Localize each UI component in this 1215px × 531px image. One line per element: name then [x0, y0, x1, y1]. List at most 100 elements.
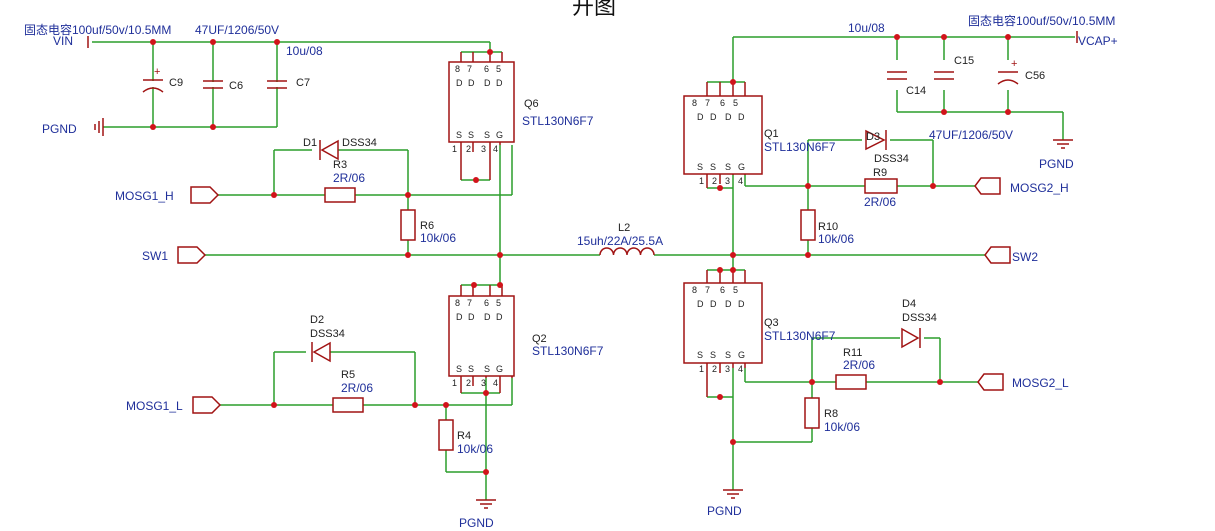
q2-pin-s3: S	[484, 364, 490, 374]
q3-pin-2: 2	[712, 364, 717, 374]
d3-ref: D3	[866, 131, 880, 143]
q2-pin-8: 8	[455, 298, 460, 308]
r9-ref: R9	[873, 167, 887, 179]
q1-pin-d4: D	[738, 112, 745, 122]
q3-pin-s2: S	[710, 350, 716, 360]
mosfet-symbols	[448, 52, 763, 397]
q6-pin-d3: D	[484, 78, 491, 88]
q1-pin-4: 4	[738, 176, 743, 186]
port-pgnd-left-label: PGND	[42, 122, 77, 136]
port-sw2-label: SW2	[1012, 250, 1038, 264]
ports	[87, 31, 1078, 414]
r3-ref: R3	[333, 159, 347, 171]
d2-value: DSS34	[310, 328, 345, 340]
port-pgnd-right-label: PGND	[1039, 157, 1074, 171]
q2-pin-d4: D	[496, 312, 503, 322]
r6-ref: R6	[420, 220, 434, 232]
q6-pin-s1: S	[456, 130, 462, 140]
wires	[92, 36, 1075, 500]
ground-symbols	[94, 118, 1073, 509]
note-c14-value: 10u/08	[848, 21, 885, 35]
q3-ref: Q3	[764, 317, 779, 329]
diagram-title: 开图	[572, 0, 616, 19]
q6-pin-1: 1	[452, 144, 457, 154]
r10-value: 10k/06	[818, 232, 854, 246]
q2-value: STL130N6F7	[532, 344, 604, 358]
q3-pin-3: 3	[725, 364, 730, 374]
q3-pin-d4: D	[738, 299, 745, 309]
resistor-symbols	[324, 178, 898, 451]
port-mosg1-l-label: MOSG1_L	[126, 399, 183, 413]
q2-pin-d2: D	[468, 312, 475, 322]
q1-value: STL130N6F7	[764, 140, 836, 154]
port-sw1-label: SW1	[142, 249, 168, 263]
r10-ref: R10	[818, 221, 838, 233]
r3-value: 2R/06	[333, 171, 365, 185]
d3-value: DSS34	[874, 153, 909, 165]
q1-pin-8: 8	[692, 98, 697, 108]
junctions	[150, 34, 1011, 475]
q2-pin-5: 5	[496, 298, 501, 308]
r6-value: 10k/06	[420, 231, 456, 245]
r4-value: 10k/06	[457, 442, 493, 456]
d4-value: DSS34	[902, 312, 937, 324]
q6-pin-d4: D	[496, 78, 503, 88]
q1-pin-1: 1	[699, 176, 704, 186]
q1-pin-g: G	[738, 162, 745, 172]
note-c7-value: 10u/08	[286, 44, 323, 58]
q1-pin-s2: S	[710, 162, 716, 172]
q2-pin-6: 6	[484, 298, 489, 308]
q1-pin-s1: S	[697, 162, 703, 172]
q3-pin-s1: S	[697, 350, 703, 360]
q3-pin-5: 5	[733, 285, 738, 295]
q1-pin-s3: S	[725, 162, 731, 172]
q2-pin-d3: D	[484, 312, 491, 322]
q6-ref: Q6	[524, 98, 539, 110]
q2-pin-d1: D	[456, 312, 463, 322]
r11-ref: R11	[843, 347, 862, 359]
q6-pin-s2: S	[468, 130, 474, 140]
r5-ref: R5	[341, 369, 355, 381]
capacitor-symbols	[142, 71, 1019, 93]
q6-pin-d2: D	[468, 78, 475, 88]
r8-ref: R8	[824, 408, 838, 420]
q2-pin-s2: S	[468, 364, 474, 374]
q3-pin-8: 8	[692, 285, 697, 295]
q1-pin-d2: D	[710, 112, 717, 122]
q3-pin-d2: D	[710, 299, 717, 309]
q2-pin-4: 4	[493, 378, 498, 388]
q2-pin-7: 7	[467, 298, 472, 308]
q3-pin-g: G	[738, 350, 745, 360]
q6-pin-g: G	[496, 130, 503, 140]
q1-pin-2: 2	[712, 176, 717, 186]
c14-ref: C14	[906, 85, 926, 97]
note-c56-value: 固态电容100uf/50v/10.5MM	[968, 13, 1115, 28]
q2-pin-s1: S	[456, 364, 462, 374]
d1-ref: D1	[303, 137, 317, 149]
d1-value: DSS34	[342, 137, 377, 149]
port-vcap-label: VCAP+	[1078, 34, 1118, 48]
r11-value: 2R/06	[843, 358, 875, 372]
q3-value: STL130N6F7	[764, 329, 836, 343]
q1-pin-d1: D	[697, 112, 704, 122]
port-mosg1-h-label: MOSG1_H	[115, 189, 174, 203]
diode-symbols	[311, 129, 921, 363]
q2-pins: 8 7 6 5 D D D D S S S G 1 2 3 4	[452, 298, 503, 388]
port-mosg2-h-label: MOSG2_H	[1010, 181, 1069, 195]
l2-value: 15uh/22A/25.5A	[577, 234, 663, 248]
q1-pin-5: 5	[733, 98, 738, 108]
r4-ref: R4	[457, 430, 471, 442]
c9-ref: C9	[169, 77, 183, 89]
port-vin-label: VIN	[53, 34, 73, 48]
q6-pin-s3: S	[484, 130, 490, 140]
r8-value: 10k/06	[824, 420, 860, 434]
note-c15-value: 47UF/1206/50V	[929, 128, 1013, 142]
r5-value: 2R/06	[341, 381, 373, 395]
inductor-l2	[599, 247, 655, 256]
d2-ref: D2	[310, 314, 324, 326]
q6-pin-8: 8	[455, 64, 460, 74]
q3-pin-7: 7	[705, 285, 710, 295]
q6-pin-4: 4	[493, 144, 498, 154]
q1-pin-6: 6	[720, 98, 725, 108]
